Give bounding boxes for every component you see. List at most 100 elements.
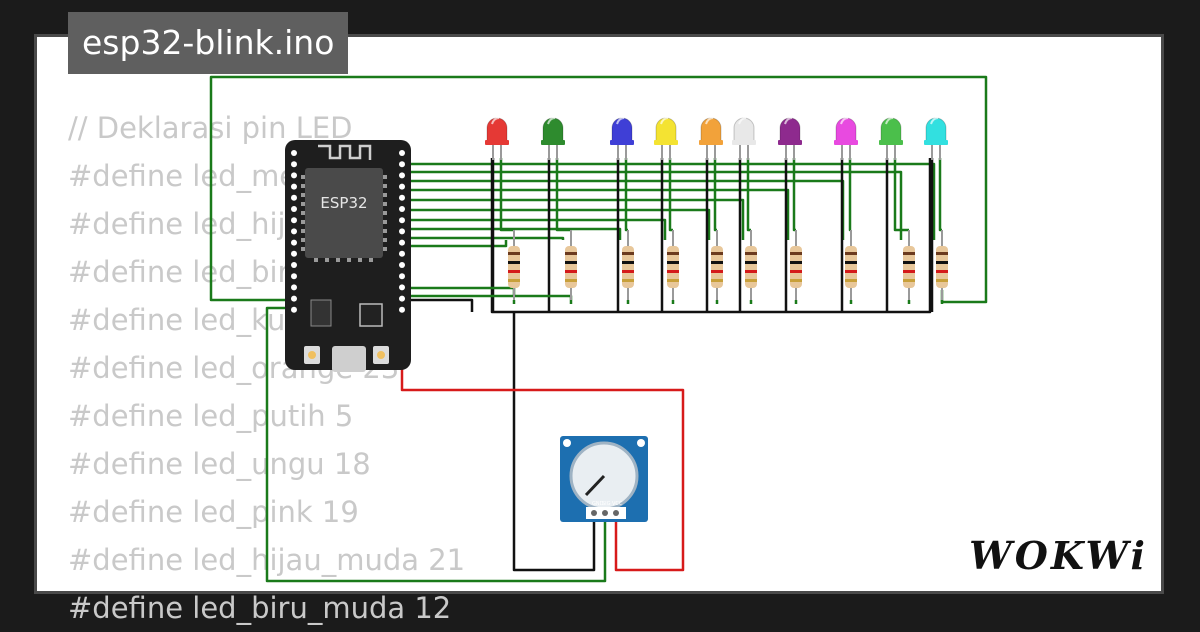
code-line: #define led_putih 5: [68, 399, 354, 433]
pin-hole-right: [399, 228, 405, 235]
led-resistor-wire: [938, 158, 942, 232]
pin-hole-left: [291, 250, 297, 257]
module-pin: [301, 202, 305, 206]
resistor-band: [565, 279, 577, 282]
usb-port: [332, 346, 366, 372]
led-highlight: [840, 117, 849, 125]
led-rim: [778, 140, 802, 145]
pin-hole-left: [291, 239, 297, 246]
led-resistor-wire: [555, 158, 571, 232]
module-pin: [336, 258, 340, 262]
resistor-band: [622, 270, 634, 273]
resistor-band: [903, 252, 915, 255]
resistor-band: [845, 279, 857, 282]
led-rim: [485, 140, 509, 145]
code-line: #define led_pink 19: [68, 495, 359, 529]
reset-button-cap: [377, 351, 385, 359]
antenna-icon: [318, 144, 372, 160]
resistor-body: [622, 246, 634, 288]
led-row: [485, 117, 948, 160]
sketch-title: esp32-blink.ino: [68, 12, 349, 74]
resistor-band: [936, 252, 948, 255]
resistor-body: [745, 246, 757, 288]
pin-vcc[interactable]: [613, 510, 619, 516]
module-pin: [314, 258, 318, 262]
module-pin: [383, 238, 387, 242]
resistor-band: [565, 261, 577, 264]
resistor-band: [745, 261, 757, 264]
code-line: #define led_biru_muda 12: [68, 591, 452, 625]
resistor-band: [565, 252, 577, 255]
resistor-band: [936, 270, 948, 273]
mount-hole: [563, 439, 571, 447]
pin-gnd[interactable]: [591, 510, 597, 516]
pin-hole-left: [291, 150, 297, 156]
led-highlight: [885, 117, 894, 125]
led-signal-wire: [402, 188, 790, 240]
potentiometer[interactable]: GND SIG VCC: [560, 436, 648, 522]
module-pin: [383, 202, 387, 206]
pin-hole-left: [291, 194, 297, 201]
led-highlight: [660, 117, 669, 125]
resistor-band: [936, 261, 948, 264]
mount-hole: [637, 439, 645, 447]
pin-hole-left: [291, 217, 297, 224]
led-resistor-wire: [713, 158, 717, 232]
pin-hole-left: [291, 262, 297, 268]
led-signal-wire: [402, 198, 745, 240]
pin-hole-left: [291, 284, 297, 291]
resistor-band: [745, 252, 757, 255]
resistor-row: [508, 230, 948, 300]
resistor-band: [790, 270, 802, 273]
pin-hole-right: [399, 273, 405, 280]
led-resistor-wire: [848, 158, 852, 232]
pin-hole-right: [399, 194, 405, 201]
module-pin: [383, 220, 387, 224]
pin-hole-left: [291, 306, 297, 313]
led-highlight: [784, 117, 793, 125]
pot-signal-wire: [265, 306, 607, 583]
pin-hole-left: [291, 228, 297, 235]
resistor-band: [622, 261, 634, 264]
resistor-body: [711, 246, 723, 288]
pot-power-wire: [400, 320, 685, 572]
pin-hole-right: [399, 150, 405, 156]
resistor-body: [667, 246, 679, 288]
resistor-band: [745, 279, 757, 282]
pin-hole-right: [399, 306, 405, 313]
boot-button-cap: [308, 351, 316, 359]
esp32-board[interactable]: ESP32: [285, 140, 411, 372]
module-pin: [383, 229, 387, 233]
regulator-chip: [310, 299, 332, 327]
pin-hole-right: [399, 172, 405, 179]
resistor-band: [667, 279, 679, 282]
resistor-band: [711, 279, 723, 282]
pin-sig[interactable]: [602, 510, 608, 516]
led-signal-wire: [402, 170, 903, 240]
led-highlight: [930, 117, 939, 125]
module-pin: [301, 211, 305, 215]
pin-hole-left: [291, 172, 297, 179]
led-resistor-wire: [893, 158, 909, 232]
resistor-body: [508, 246, 520, 288]
module-pin: [301, 193, 305, 197]
module-pin: [301, 220, 305, 224]
pin-hole-left: [291, 161, 297, 168]
resistor-band: [711, 270, 723, 273]
pin-hole-right: [399, 161, 405, 168]
pin-hole-right: [399, 206, 405, 212]
resistor-body: [845, 246, 857, 288]
resistor-band: [667, 252, 679, 255]
module-pin: [383, 247, 387, 251]
pin-hole-left: [291, 273, 297, 280]
led-resistor-wire: [499, 158, 514, 232]
module-pin: [301, 247, 305, 251]
module-pin: [301, 238, 305, 242]
led-highlight: [705, 117, 714, 125]
resistor-band: [903, 279, 915, 282]
pin-hole-right: [399, 262, 405, 268]
pin-hole-left: [291, 183, 297, 190]
resistor-band: [508, 261, 520, 264]
resistor-band: [790, 252, 802, 255]
module-pin: [383, 184, 387, 188]
